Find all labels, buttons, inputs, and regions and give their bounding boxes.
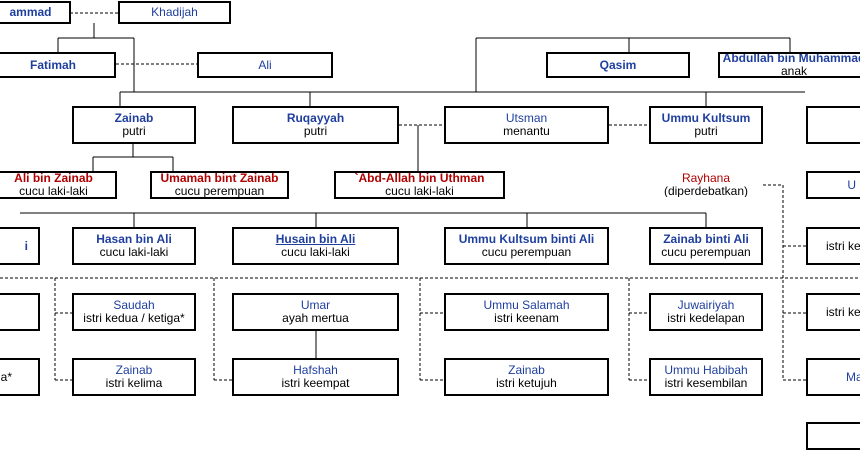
node-role: menantu (503, 124, 550, 138)
node-left-cut-1[interactable] (0, 293, 40, 331)
node-role: istri kedelapan (667, 311, 745, 325)
node-hasan[interactable]: Hasan bin Ali cucu laki-laki (72, 227, 196, 265)
node-right-ma[interactable]: Ma (806, 358, 860, 396)
node-name[interactable]: Saudah (113, 298, 155, 312)
node-name[interactable]: Hafshah (293, 363, 338, 377)
node-name[interactable]: Ruqayyah (286, 111, 345, 125)
node-name[interactable]: Zainab (508, 363, 545, 377)
node-right-istri-2[interactable]: istri ke (806, 293, 860, 331)
node-role: putri (122, 124, 146, 138)
node-role: putri (694, 124, 718, 138)
node-name[interactable]: Umamah bint Zainab (160, 171, 279, 185)
node-right-cut-top[interactable] (806, 106, 860, 144)
node-name[interactable]: Ummu Kultsum (661, 111, 751, 125)
node-name[interactable]: Ma (846, 369, 860, 384)
node-role: istri ke (826, 238, 860, 253)
node-ummu-kultsum[interactable]: Ummu Kultsum putri (649, 106, 763, 144)
node-name[interactable]: Juwairiyah (677, 298, 735, 312)
node-name[interactable]: Abdullah bin Muhammad (722, 52, 860, 65)
node-role: ga* (0, 369, 12, 384)
node-name[interactable]: Zainab binti Ali (663, 232, 749, 246)
node-juwairiyah[interactable]: Juwairiyah istri kedelapan (649, 293, 763, 331)
node-role: cucu laki-laki (99, 245, 169, 259)
node-ummu-kultsum-ali[interactable]: Ummu Kultsum binti Ali cucu perempuan (444, 227, 609, 265)
node-abdullah[interactable]: Abdullah bin Muhammad anak (718, 52, 860, 78)
node-name[interactable]: Fatimah (29, 57, 76, 72)
node-umar[interactable]: Umar ayah mertua (232, 293, 399, 331)
node-saudah[interactable]: Saudah istri kedua / ketiga* (72, 293, 196, 331)
node-ali[interactable]: Ali (197, 52, 333, 78)
node-abd-allah[interactable]: `Abd-Allah bin Uthman cucu laki-laki (334, 171, 505, 199)
node-role: istri kelima (105, 376, 163, 390)
node-name[interactable]: Ummu Habibah (664, 363, 748, 377)
node-name[interactable]: Umar (300, 298, 331, 312)
node-name[interactable]: Qasim (599, 57, 637, 72)
node-role: istri kedua / ketiga* (83, 311, 185, 325)
node-left-ga[interactable]: ga* (0, 358, 40, 396)
node-zainab-wife2[interactable]: Zainab istri ketujuh (444, 358, 609, 396)
node-role: (diperdebatkan) (663, 184, 749, 198)
node-rayhana[interactable]: Rayhana (diperdebatkan) (649, 171, 763, 199)
node-right-u[interactable]: U (806, 171, 860, 199)
node-zainab-wife[interactable]: Zainab istri kelima (72, 358, 196, 396)
node-ali-bin-zainab[interactable]: Ali bin Zainab cucu laki-laki (0, 171, 117, 199)
node-role: cucu laki-laki (281, 245, 350, 259)
node-husain[interactable]: Husain bin Ali cucu laki-laki (232, 227, 399, 265)
node-right-istri-1[interactable]: istri ke (806, 227, 860, 265)
node-qasim[interactable]: Qasim (546, 52, 690, 78)
node-role: istri ke (826, 304, 860, 319)
node-fatimah[interactable]: Fatimah (0, 52, 116, 78)
node-name[interactable]: Ali bin Zainab (14, 171, 93, 185)
node-role: istri ketujuh (496, 376, 557, 390)
node-role: cucu laki-laki (385, 184, 454, 198)
node-name[interactable]: Ummu Kultsum binti Ali (458, 232, 595, 246)
node-utsman[interactable]: Utsman menantu (444, 106, 609, 144)
node-ummu-salamah[interactable]: Ummu Salamah istri keenam (444, 293, 609, 331)
node-hafshah[interactable]: Hafshah istri keempat (232, 358, 399, 396)
node-ruqayyah[interactable]: Ruqayyah putri (232, 106, 399, 144)
node-role: anak (780, 64, 808, 78)
node-muhammad[interactable]: ammad (0, 1, 71, 24)
node-name[interactable]: `Abd-Allah bin Uthman (354, 171, 485, 185)
node-name[interactable]: Utsman (505, 111, 548, 125)
node-khadijah[interactable]: Khadijah (118, 1, 231, 24)
node-zainab[interactable]: Zainab putri (72, 106, 196, 144)
node-ummu-habibah[interactable]: Ummu Habibah istri kesembilan (649, 358, 763, 396)
node-name[interactable]: i (24, 238, 28, 253)
node-name[interactable]: Khadijah (151, 5, 198, 19)
node-role: cucu laki-laki (19, 184, 88, 198)
node-role: cucu perempuan (661, 245, 751, 259)
node-name[interactable]: Hasan bin Ali (96, 232, 172, 246)
node-role: cucu perempuan (481, 245, 572, 259)
node-zainab-ali[interactable]: Zainab binti Ali cucu perempuan (649, 227, 763, 265)
node-name[interactable]: ammad (9, 5, 52, 19)
node-name[interactable]: U (847, 177, 856, 192)
node-role: istri keenam (494, 311, 559, 325)
node-name[interactable]: Ummu Salamah (483, 298, 570, 312)
node-umamah[interactable]: Umamah bint Zainab cucu perempuan (150, 171, 289, 199)
node-name[interactable]: Ali (258, 57, 272, 72)
node-role: istri kesembilan (664, 376, 748, 390)
node-left-i[interactable]: i (0, 227, 40, 265)
node-right-cut-bottom[interactable] (806, 422, 860, 450)
node-name[interactable]: Husain bin Ali (275, 232, 356, 246)
node-role: ayah mertua (282, 311, 349, 325)
node-role: cucu perempuan (174, 184, 265, 198)
node-role: istri keempat (281, 376, 350, 390)
node-role: putri (303, 124, 328, 138)
node-name[interactable]: Zainab (115, 363, 153, 377)
node-name[interactable]: Rayhana (681, 171, 731, 185)
node-name[interactable]: Zainab (114, 111, 154, 125)
